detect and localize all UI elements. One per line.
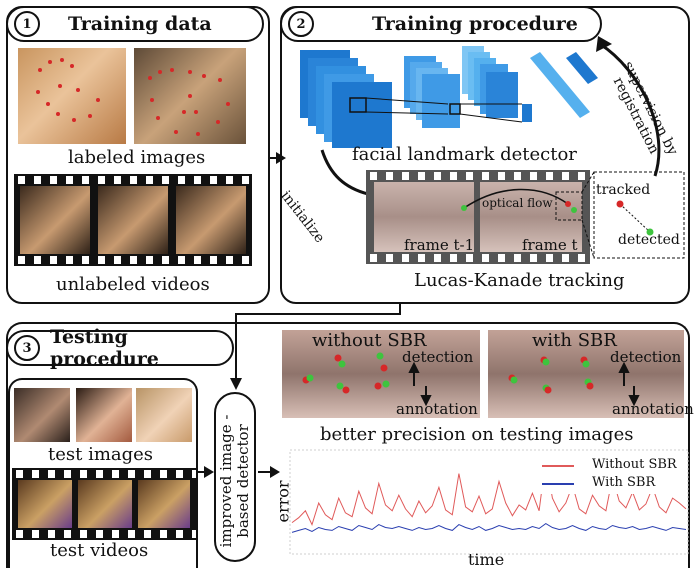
series-line-with-sbr xyxy=(291,523,687,533)
frame-previous-label: frame t-1 xyxy=(404,236,475,254)
precision-caption: better precision on testing images xyxy=(320,424,634,445)
detection-annotation-arrows xyxy=(408,361,640,407)
training-procedure-header: 2 Training procedure xyxy=(280,6,602,42)
tracking-filmstrip xyxy=(366,170,590,264)
detector-caption: facial landmark detector xyxy=(352,144,577,165)
without-detection-label: detection xyxy=(402,348,474,366)
cnn-block-3 xyxy=(462,46,532,122)
with-sbr-points xyxy=(508,356,594,394)
tracked-label: tracked xyxy=(596,182,651,198)
without-sbr-points xyxy=(302,352,390,394)
testing-procedure-title: Testing procedure xyxy=(50,326,159,370)
chart-ylabel: error xyxy=(273,480,293,523)
unlabeled-videos-caption: unlabeled videos xyxy=(56,274,210,295)
without-sbr-title: without SBR xyxy=(312,330,427,351)
training-data-header: 1 Training data xyxy=(6,6,264,42)
frame-current-image xyxy=(480,182,582,252)
with-annotation-label: annotation xyxy=(612,400,694,418)
test-videos-caption: test videos xyxy=(50,540,149,561)
series-line-without-sbr xyxy=(291,458,687,526)
cnn-connector-lines xyxy=(365,97,523,123)
improved-detector-pill xyxy=(214,392,256,562)
test-image-3 xyxy=(136,388,192,442)
tracking-caption: Lucas-Kanade tracking xyxy=(414,270,625,291)
with-detection-label: detection xyxy=(610,348,682,366)
detected-label: detected xyxy=(618,232,680,248)
training-data-title: Training data xyxy=(68,13,212,35)
testing-procedure-header: 3 Testing procedure xyxy=(6,326,234,370)
legend-label-without: Without SBR xyxy=(592,457,677,472)
optical-flow-label: optical flow xyxy=(482,196,553,210)
chart-xlabel: time xyxy=(468,550,505,568)
frame-previous-image xyxy=(374,182,474,252)
without-annotation-label: annotation xyxy=(396,400,478,418)
training-procedure-title: Training procedure xyxy=(372,13,578,35)
cnn-block-1 xyxy=(300,50,392,148)
test-image-1 xyxy=(14,388,70,442)
with-sbr-title: with SBR xyxy=(532,330,617,351)
step-number-1: 1 xyxy=(14,11,40,37)
step-number-2: 2 xyxy=(288,11,314,37)
test-image-2 xyxy=(76,388,132,442)
initialize-arrow xyxy=(320,149,369,196)
without-sbr-eye-image xyxy=(282,330,480,418)
step-number-3: 3 xyxy=(14,335,40,361)
test-data-box xyxy=(8,378,198,568)
testing-procedure-panel xyxy=(6,322,690,568)
test-video-filmstrip xyxy=(12,468,196,540)
supervision-arrowhead xyxy=(596,36,612,52)
legend-label-with: With SBR xyxy=(592,475,656,490)
labeled-images-caption: labeled images xyxy=(68,147,206,168)
chart-legend xyxy=(534,454,684,494)
test-images-caption: test images xyxy=(48,444,154,465)
unlabeled-video-filmstrip xyxy=(14,174,252,266)
frame-current-label: frame t xyxy=(522,236,578,254)
cnn-fc-layers xyxy=(530,52,598,118)
with-sbr-eye-image xyxy=(488,330,684,418)
cnn-block-2 xyxy=(404,56,461,128)
chart-area xyxy=(289,449,689,555)
supervision-arrow xyxy=(599,42,661,177)
